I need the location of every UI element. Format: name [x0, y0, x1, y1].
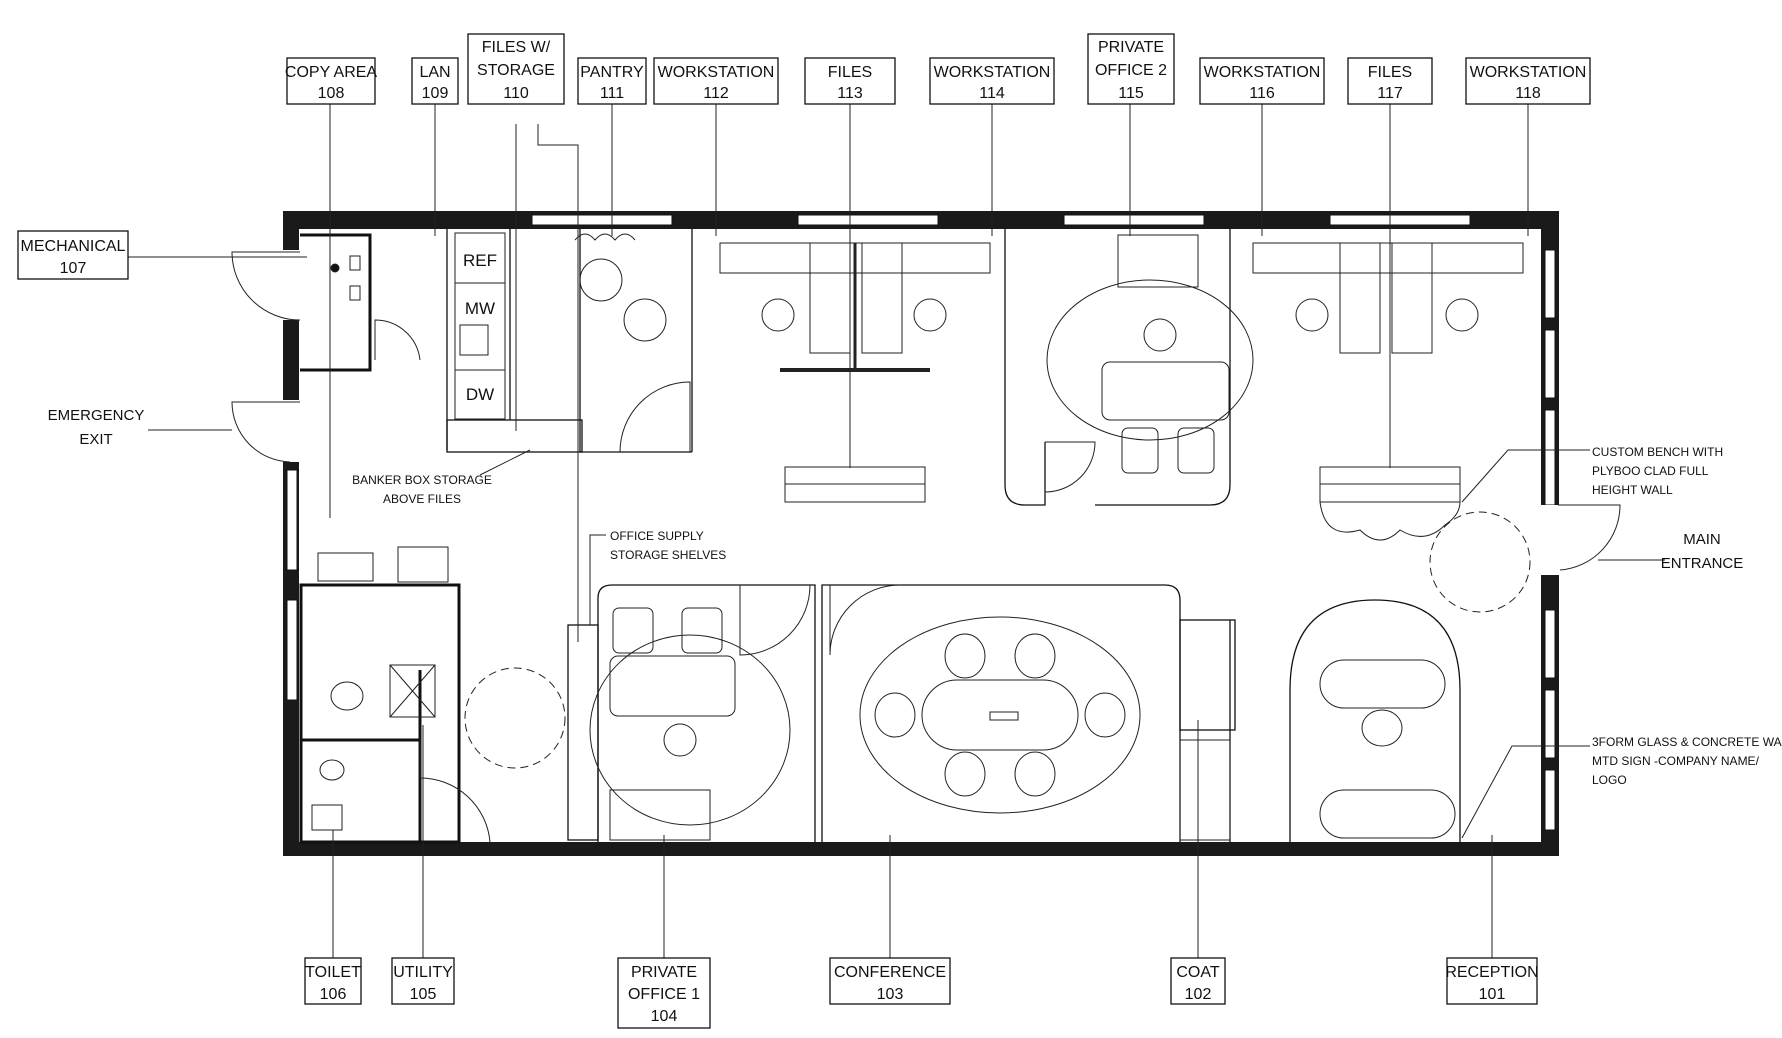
room-tag-name: FILES — [1368, 64, 1412, 81]
room-tag-name: OFFICE 2 — [1095, 62, 1167, 79]
room-tag-private-office-2-115: PRIVATE OFFICE 2 115 — [1087, 33, 1175, 105]
side-label-line: MAIN — [1683, 531, 1721, 548]
appliance-labels: REF MW DW — [463, 251, 497, 404]
room-tags-left: MECHANICAL 107 EMERGENCY EXIT — [17, 230, 307, 448]
room-tag-name: FILES W/ — [482, 39, 551, 56]
room-tag-name: TOILET — [305, 964, 361, 981]
room-tag-name: WORKSTATION — [1470, 64, 1587, 81]
exterior-walls — [280, 211, 1562, 856]
room-tag-name: WORKSTATION — [1204, 64, 1321, 81]
room-tag-workstation-114: WORKSTATION 114 — [929, 57, 1055, 105]
room-tag-workstation-118: WORKSTATION 118 — [1465, 57, 1591, 105]
note-line: BANKER BOX STORAGE — [352, 473, 492, 487]
room-tag-workstation-116: WORKSTATION 116 — [1199, 57, 1325, 105]
room-tag-name: MECHANICAL — [21, 238, 126, 255]
room-tag-number: 101 — [1479, 986, 1506, 1003]
note-office-supply: OFFICE SUPPLY STORAGE SHELVES — [589, 529, 726, 625]
emergency-exit-label: EMERGENCY EXIT — [48, 407, 232, 448]
note-3form-wall: 3FORM GLASS & CONCRETE WALL MTD SIGN -CO… — [1461, 735, 1782, 839]
room-tag-number: 106 — [320, 986, 347, 1003]
note-line: OFFICE SUPPLY — [610, 529, 704, 543]
room-tag-mechanical-107: MECHANICAL 107 — [17, 230, 129, 280]
room-tag-number: 107 — [60, 260, 87, 277]
doors — [231, 251, 1621, 843]
room-tag-number: 102 — [1185, 986, 1212, 1003]
note-line: 3FORM GLASS & CONCRETE WALL — [1592, 735, 1782, 749]
note-banker-box: BANKER BOX STORAGE ABOVE FILES — [352, 449, 531, 506]
room-tag-private-office-1-104: PRIVATE OFFICE 1 104 — [617, 957, 711, 1029]
room-tag-name: COAT — [1176, 964, 1219, 981]
side-label-line: EXIT — [79, 431, 112, 448]
room-tag-number: 108 — [318, 85, 345, 102]
room-tag-name: COPY AREA — [285, 64, 378, 81]
appliance-label: REF — [463, 251, 497, 270]
appliance-label: MW — [465, 299, 495, 318]
note-line: STORAGE SHELVES — [610, 548, 726, 562]
room-tag-number: 105 — [410, 986, 437, 1003]
note-line: CUSTOM BENCH WITH — [1592, 445, 1723, 459]
room-tag-name: WORKSTATION — [658, 64, 775, 81]
note-line: ABOVE FILES — [383, 492, 461, 506]
room-tag-workstation-112: WORKSTATION 112 — [653, 57, 779, 105]
note-line: MTD SIGN -COMPANY NAME/ — [1592, 754, 1760, 768]
room-tag-name: PRIVATE — [1098, 39, 1164, 56]
leader-lines-top — [329, 102, 1529, 642]
room-tag-name: OFFICE 1 — [628, 986, 700, 1003]
leader-lines-bottom — [332, 720, 1493, 958]
side-label-line: ENTRANCE — [1661, 555, 1744, 572]
side-label-line: EMERGENCY — [48, 407, 145, 424]
room-tag-name: FILES — [828, 64, 872, 81]
room-tag-name: STORAGE — [477, 62, 555, 79]
furniture — [311, 232, 1531, 841]
room-tag-number: 114 — [979, 85, 1005, 102]
room-tag-name: PANTRY — [580, 64, 644, 81]
interior-notes: BANKER BOX STORAGE ABOVE FILES OFFICE SU… — [352, 449, 726, 625]
room-tag-number: 103 — [877, 986, 904, 1003]
appliance-label: DW — [466, 385, 494, 404]
note-line: LOGO — [1592, 773, 1627, 787]
room-tag-files-storage-110: FILES W/ STORAGE 110 — [467, 33, 565, 105]
room-tag-number: 111 — [600, 85, 624, 102]
room-tag-number: 117 — [1377, 85, 1403, 102]
room-tag-number: 109 — [422, 85, 449, 102]
note-line: PLYBOO CLAD FULL — [1592, 464, 1709, 478]
room-tag-name: PRIVATE — [631, 964, 697, 981]
right-labels: MAIN ENTRANCE CUSTOM BENCH WITH PLYBOO C… — [1461, 445, 1782, 839]
room-tag-name: LAN — [419, 64, 450, 81]
room-tag-copy-area-108: COPY AREA 108 — [285, 57, 378, 105]
room-tag-toilet-106: TOILET 106 — [304, 957, 362, 1005]
room-tag-reception-101: RECEPTION 101 — [1445, 957, 1539, 1005]
room-tag-name: WORKSTATION — [934, 64, 1051, 81]
room-tag-number: 115 — [1118, 85, 1144, 102]
room-tag-files-117: FILES 117 — [1347, 57, 1433, 105]
room-tag-number: 113 — [837, 85, 863, 102]
room-tag-name: UTILITY — [393, 964, 453, 981]
note-custom-bench: CUSTOM BENCH WITH PLYBOO CLAD FULL HEIGH… — [1461, 445, 1723, 503]
room-tag-utility-105: UTILITY 105 — [391, 957, 455, 1005]
room-tag-pantry-111: PANTRY 111 — [577, 57, 647, 105]
room-tag-files-113: FILES 113 — [804, 57, 896, 105]
room-tag-number: 112 — [703, 85, 729, 102]
main-entrance-label: MAIN ENTRANCE — [1598, 531, 1743, 572]
room-tag-coat-102: COAT 102 — [1170, 957, 1226, 1005]
room-tag-number: 116 — [1249, 85, 1275, 102]
room-tag-name: RECEPTION — [1445, 964, 1538, 981]
room-tag-name: CONFERENCE — [834, 964, 946, 981]
room-tags-bottom: TOILET 106 UTILITY 105 PRIVATE OFFICE 1 … — [304, 720, 1539, 1029]
note-line: HEIGHT WALL — [1592, 483, 1673, 497]
interior-walls — [299, 229, 1461, 844]
room-tag-conference-103: CONFERENCE 103 — [829, 957, 951, 1005]
room-tag-number: 118 — [1515, 85, 1541, 102]
room-tag-number: 104 — [651, 1008, 678, 1025]
room-tag-lan-109: LAN 109 — [411, 57, 459, 105]
room-tag-number: 110 — [503, 85, 529, 102]
room-tags-top: COPY AREA 108 LAN 109 FILES W/ STORAGE 1… — [285, 33, 1591, 642]
